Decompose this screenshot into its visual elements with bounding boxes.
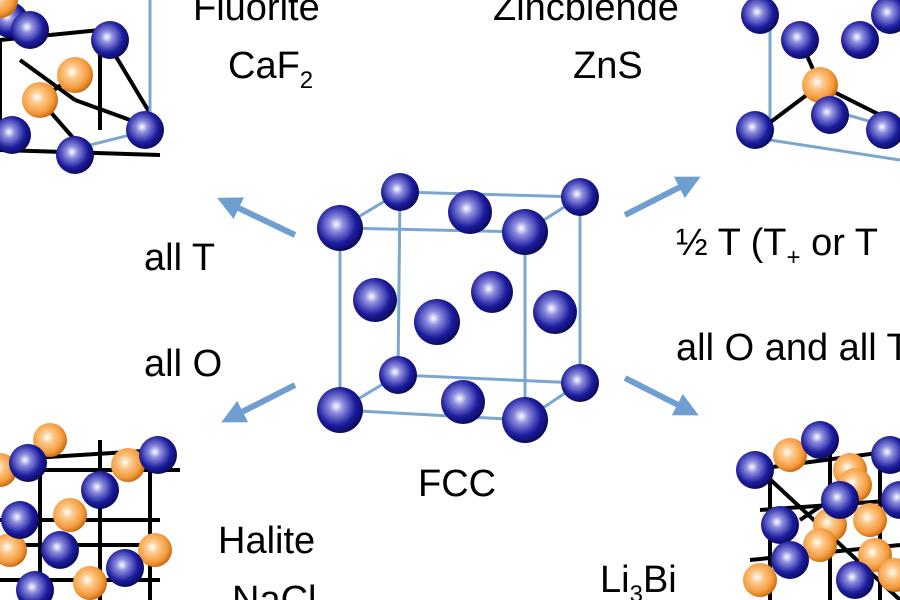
lattice-atom	[16, 571, 54, 600]
lattice-atom	[561, 178, 599, 216]
lattice-atom	[126, 111, 164, 149]
bond-line	[769, 138, 900, 162]
label-all-o-and-all-t: all O and all T	[676, 327, 900, 369]
lattice-atom	[871, 0, 900, 34]
arrow-to-li3bi	[623, 375, 699, 416]
interstitial-atom	[0, 0, 18, 18]
lattice-atom	[0, 116, 31, 154]
lattice-atom	[9, 444, 47, 482]
zincblende-formula: ZnS	[573, 45, 643, 87]
li3bi-formula: Li3Bi	[600, 559, 677, 600]
interstitial-atom	[33, 423, 67, 457]
interstitial-atom	[53, 498, 87, 532]
fcc-label: FCC	[418, 463, 496, 505]
arrows	[217, 176, 701, 423]
lattice-atom	[317, 205, 363, 251]
lattice-atom	[502, 397, 548, 443]
lattice-atom	[471, 271, 513, 313]
lattice-atom	[353, 278, 397, 322]
lattice-atom	[448, 190, 492, 234]
label-all-t: all T	[144, 237, 215, 279]
interstitial-atom	[22, 82, 58, 118]
interstitial-atom	[853, 503, 887, 537]
fluorite-formula: CaF2	[228, 45, 313, 94]
lattice-atom	[836, 561, 874, 599]
lattice-atom	[56, 136, 94, 174]
interstitial-atom	[878, 558, 900, 592]
halite-formula: NaCl	[232, 579, 316, 600]
lattice-atom	[801, 421, 839, 459]
halite-name: Halite	[218, 520, 315, 562]
lattice-atom	[414, 299, 460, 345]
lattice-atom	[561, 364, 599, 402]
lattice-atom	[771, 541, 809, 579]
fluorite-name: Fluorite	[193, 0, 320, 29]
lattice-atom	[866, 111, 900, 149]
lattice-atom	[741, 0, 779, 34]
interstitial-atom	[138, 533, 172, 567]
lattice-atom	[821, 481, 859, 519]
arrow-to-halite	[221, 382, 297, 423]
lattice-atom	[81, 471, 119, 509]
lattice-atom	[736, 111, 774, 149]
lattice-atom	[11, 11, 49, 49]
fcc-atoms	[317, 173, 599, 443]
label-all-o: all O	[144, 343, 222, 385]
lattice-atom	[106, 549, 144, 587]
interstitial-atom	[73, 566, 107, 600]
lattice-atom	[841, 21, 879, 59]
lattice-atom	[811, 96, 849, 134]
lattice-atom	[379, 356, 417, 394]
lattice-atom	[871, 436, 900, 474]
lattice-atom	[317, 387, 363, 433]
lattice-atom	[781, 21, 819, 59]
lattice-atom	[139, 436, 177, 474]
arrow-to-fluorite	[217, 197, 297, 238]
interstitial-atom	[0, 533, 27, 567]
arrow-to-zincblende	[623, 176, 701, 218]
interstitial-atom	[743, 563, 777, 597]
lattice-atom	[533, 290, 577, 334]
lattice-atom	[736, 451, 774, 489]
lattice-atom	[91, 21, 129, 59]
lattice-atom	[502, 209, 548, 255]
lattice-atom	[41, 531, 79, 569]
lattice-atom	[1, 501, 39, 539]
bond-line	[74, 98, 131, 122]
lattice-atom	[381, 173, 419, 211]
interstitial-atom	[773, 438, 807, 472]
interstitial-atom	[57, 57, 93, 93]
interstitial-atom	[111, 448, 145, 482]
interstitial-atom	[803, 528, 837, 562]
zincblende-name: Zincblende	[493, 0, 679, 29]
lattice-atom	[441, 380, 485, 424]
interstitial-atom	[802, 67, 838, 103]
bond-line	[18, 58, 77, 102]
lattice-atom	[761, 506, 799, 544]
label-half-t: ½ T (T+ or T	[676, 222, 878, 271]
lattice-atom	[881, 481, 900, 519]
